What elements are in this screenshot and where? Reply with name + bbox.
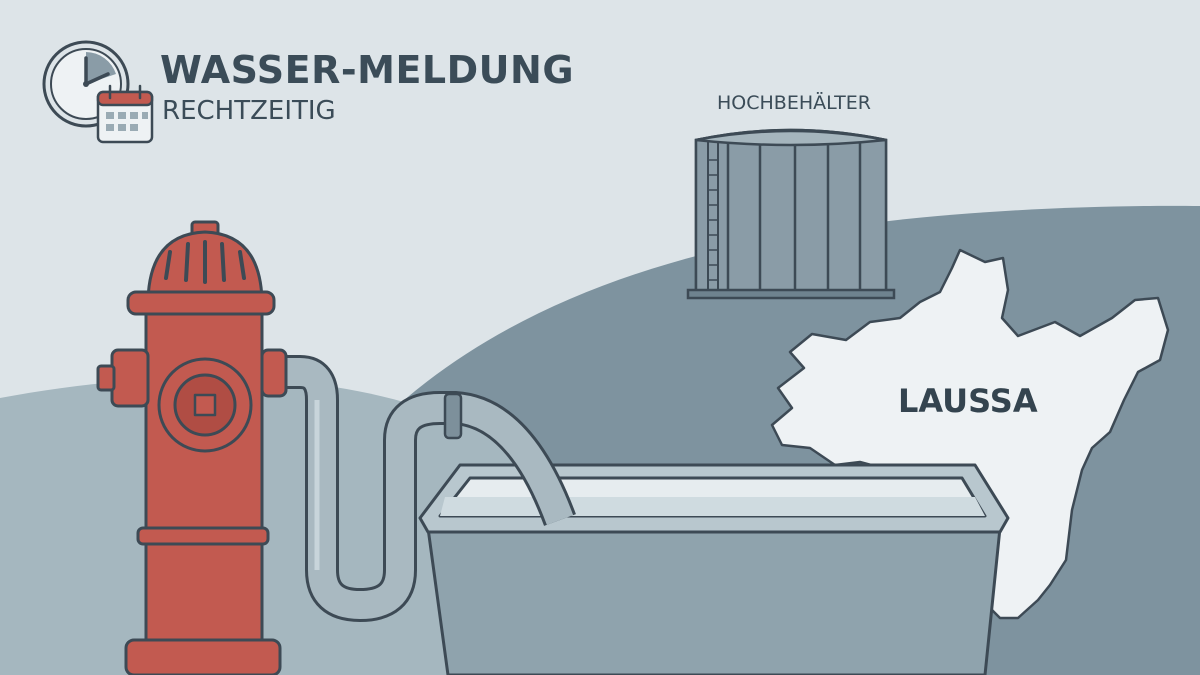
- page-subtitle: RECHTZEITIG: [162, 96, 336, 126]
- town-label: LAUSSA: [898, 382, 1038, 420]
- water-tower-label: HOCHBEHÄLTER: [717, 92, 871, 114]
- fire-hydrant-icon: [96, 220, 288, 675]
- water-tank-icon: [418, 463, 1010, 675]
- page-title: WASSER-MELDUNG: [160, 48, 575, 92]
- calendar-icon: [96, 84, 154, 144]
- water-tower-icon: [686, 128, 896, 300]
- hose: [282, 355, 576, 622]
